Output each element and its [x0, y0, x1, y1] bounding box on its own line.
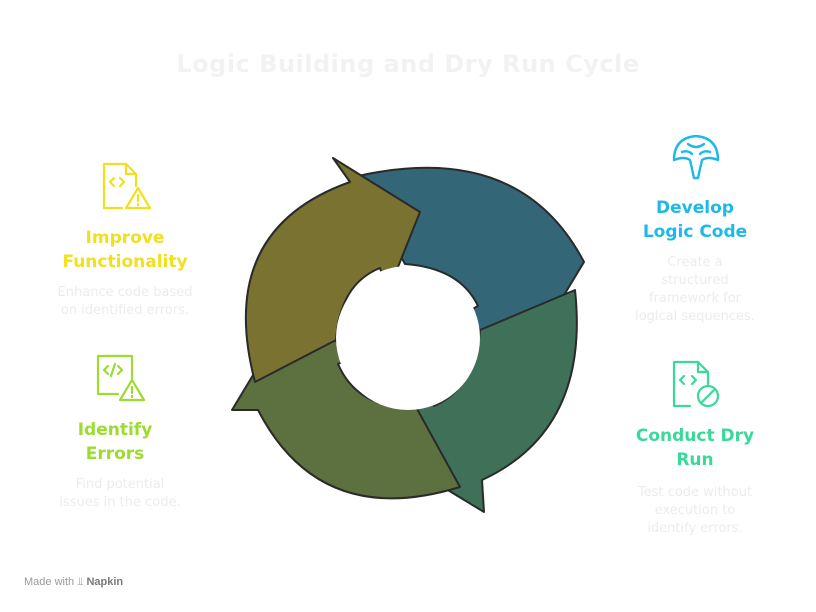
step-identify-label: Identify Errors — [45, 418, 185, 466]
desc-line: issues in the code. — [59, 495, 181, 510]
footer-prefix: Made with — [24, 576, 75, 588]
desc-line: Test code without — [637, 485, 753, 500]
segment-improve — [244, 157, 421, 383]
step-develop-title-2: Logic Code — [642, 222, 748, 242]
step-improve-label: Improve Functionality — [45, 226, 205, 274]
step-improve-title-1: Improve — [85, 228, 165, 248]
desc-line: Enhance code based — [57, 285, 193, 300]
step-identify-title-1: Identify — [77, 420, 153, 440]
step-identify-desc: Find potential issues in the code. — [40, 476, 200, 512]
code-file-blocked-icon — [672, 360, 720, 408]
step-improve-desc: Enhance code based on identified errors. — [40, 284, 210, 320]
desc-line: framework for — [648, 291, 741, 306]
code-file-warning-icon — [96, 354, 146, 402]
step-develop-desc: Create a structured framework for logica… — [620, 254, 770, 326]
step-dry-run-desc: Test code without execution to identify … — [610, 484, 780, 538]
desc-line: on identified errors. — [60, 303, 190, 318]
cycle-center — [336, 266, 480, 410]
footer-brand: Napkin — [86, 576, 124, 588]
step-develop-title-1: Develop — [656, 198, 734, 218]
napkin-logo-icon: ⫫ — [77, 576, 84, 588]
step-identify-title-2: Errors — [85, 444, 145, 464]
step-dry-run-title-1: Conduct Dry — [635, 426, 755, 446]
brain-icon — [672, 134, 720, 180]
step-improve-title-2: Functionality — [62, 252, 188, 272]
diagram-title: Logic Building and Dry Run Cycle — [176, 50, 640, 78]
step-dry-run-title-2: Run — [676, 450, 714, 470]
desc-line: structured — [661, 273, 729, 288]
desc-line: logical sequences. — [635, 309, 755, 324]
code-file-warning-icon — [102, 162, 152, 210]
step-dry-run-label: Conduct Dry Run — [610, 424, 780, 472]
desc-line: Find potential — [75, 477, 165, 492]
desc-line: identify errors. — [647, 521, 743, 536]
step-develop-label: Develop Logic Code — [620, 196, 770, 244]
footer-credit: Made with ⫫ Napkin — [24, 576, 123, 589]
desc-line: execution to — [654, 503, 736, 518]
desc-line: Create a — [667, 255, 723, 270]
